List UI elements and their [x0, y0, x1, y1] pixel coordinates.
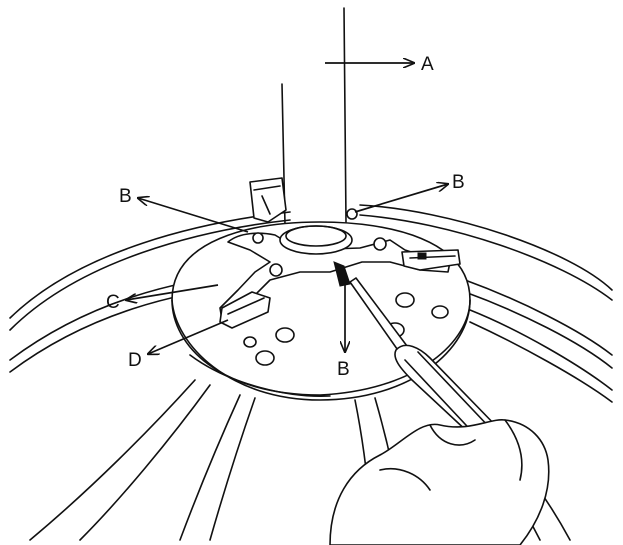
arrow-b-right: [354, 184, 448, 213]
label-c: C: [106, 292, 120, 313]
label-b-bottom: B: [337, 359, 350, 380]
label-a: A: [421, 54, 434, 75]
arrow-c: [126, 284, 219, 300]
screwdriver: [349, 277, 503, 450]
mounting-bracket: [219, 177, 461, 329]
label-b-left: B: [119, 186, 132, 207]
hand: [329, 419, 550, 545]
downrod: [281, 7, 347, 231]
callout-arrows: [126, 63, 448, 354]
label-d: D: [128, 350, 142, 371]
arrow-b-left: [138, 198, 249, 233]
label-b-right: B: [452, 172, 465, 193]
arrow-d: [148, 319, 229, 354]
